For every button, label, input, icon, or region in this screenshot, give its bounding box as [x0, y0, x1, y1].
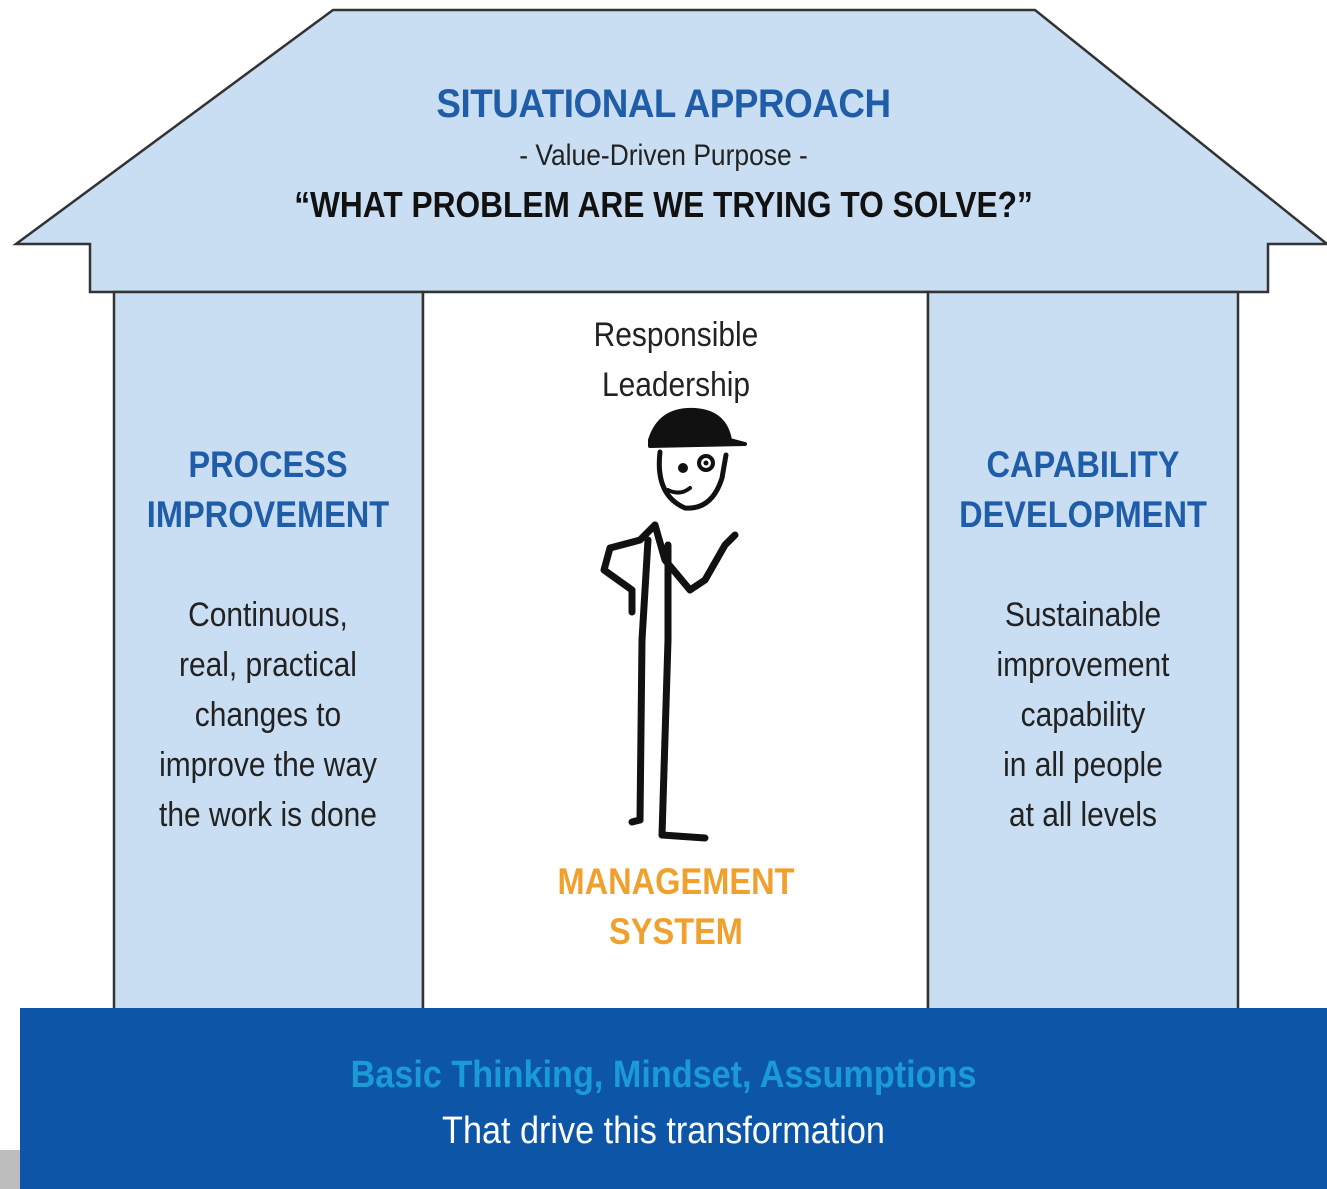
- right-body-line: Sustainable: [1004, 596, 1162, 634]
- right-pillar-heading: CAPABILITY DEVELOPMENT: [947, 440, 1218, 540]
- right-body-line: at all levels: [1008, 796, 1158, 834]
- right-heading-line1: CAPABILITY: [986, 444, 1180, 485]
- center-caption-line2: Leadership: [601, 366, 751, 404]
- foundation-title: Basic Thinking, Mindset, Assumptions: [350, 1054, 977, 1096]
- center-caption: Responsible Leadership: [456, 310, 896, 410]
- roof-title: SITUATIONAL APPROACH: [436, 82, 891, 126]
- center-caption-line1: Responsible: [593, 316, 759, 354]
- right-heading-line2: DEVELOPMENT: [959, 494, 1207, 535]
- right-pillar: [926, 290, 1240, 1012]
- left-body-line: improve the way: [159, 746, 377, 784]
- ms-title-line1: MANAGEMENT: [557, 861, 795, 902]
- left-body-line: changes to: [194, 696, 342, 734]
- right-body-line: capability: [1020, 696, 1146, 734]
- right-pillar-body: Sustainable improvement capability in al…: [947, 590, 1218, 840]
- edge-shadow: [0, 1150, 22, 1189]
- left-heading-line2: IMPROVEMENT: [146, 494, 390, 535]
- left-pillar-heading: PROCESS IMPROVEMENT: [132, 440, 403, 540]
- right-body-line: improvement: [996, 646, 1170, 684]
- foundation-subtitle: That drive this transformation: [442, 1110, 885, 1152]
- left-pillar: [112, 290, 425, 1012]
- foundation: [20, 1008, 1327, 1189]
- roof: [12, 8, 1327, 294]
- left-pillar-body: Continuous, real, practical changes to i…: [132, 590, 403, 840]
- roof-subtitle: - Value-Driven Purpose -: [519, 139, 808, 172]
- right-body-line: in all people: [1003, 746, 1163, 784]
- stick-figure-leader-icon: [600, 407, 747, 842]
- management-system-title: MANAGEMENT SYSTEM: [456, 857, 896, 957]
- left-body-line: real, practical: [179, 646, 357, 684]
- roof-question: “WHAT PROBLEM ARE WE TRYING TO SOLVE?”: [294, 184, 1033, 225]
- left-heading-line1: PROCESS: [188, 444, 348, 485]
- ms-title-line2: SYSTEM: [609, 911, 743, 952]
- left-body-line: the work is done: [159, 796, 377, 834]
- left-body-line: Continuous,: [188, 596, 348, 634]
